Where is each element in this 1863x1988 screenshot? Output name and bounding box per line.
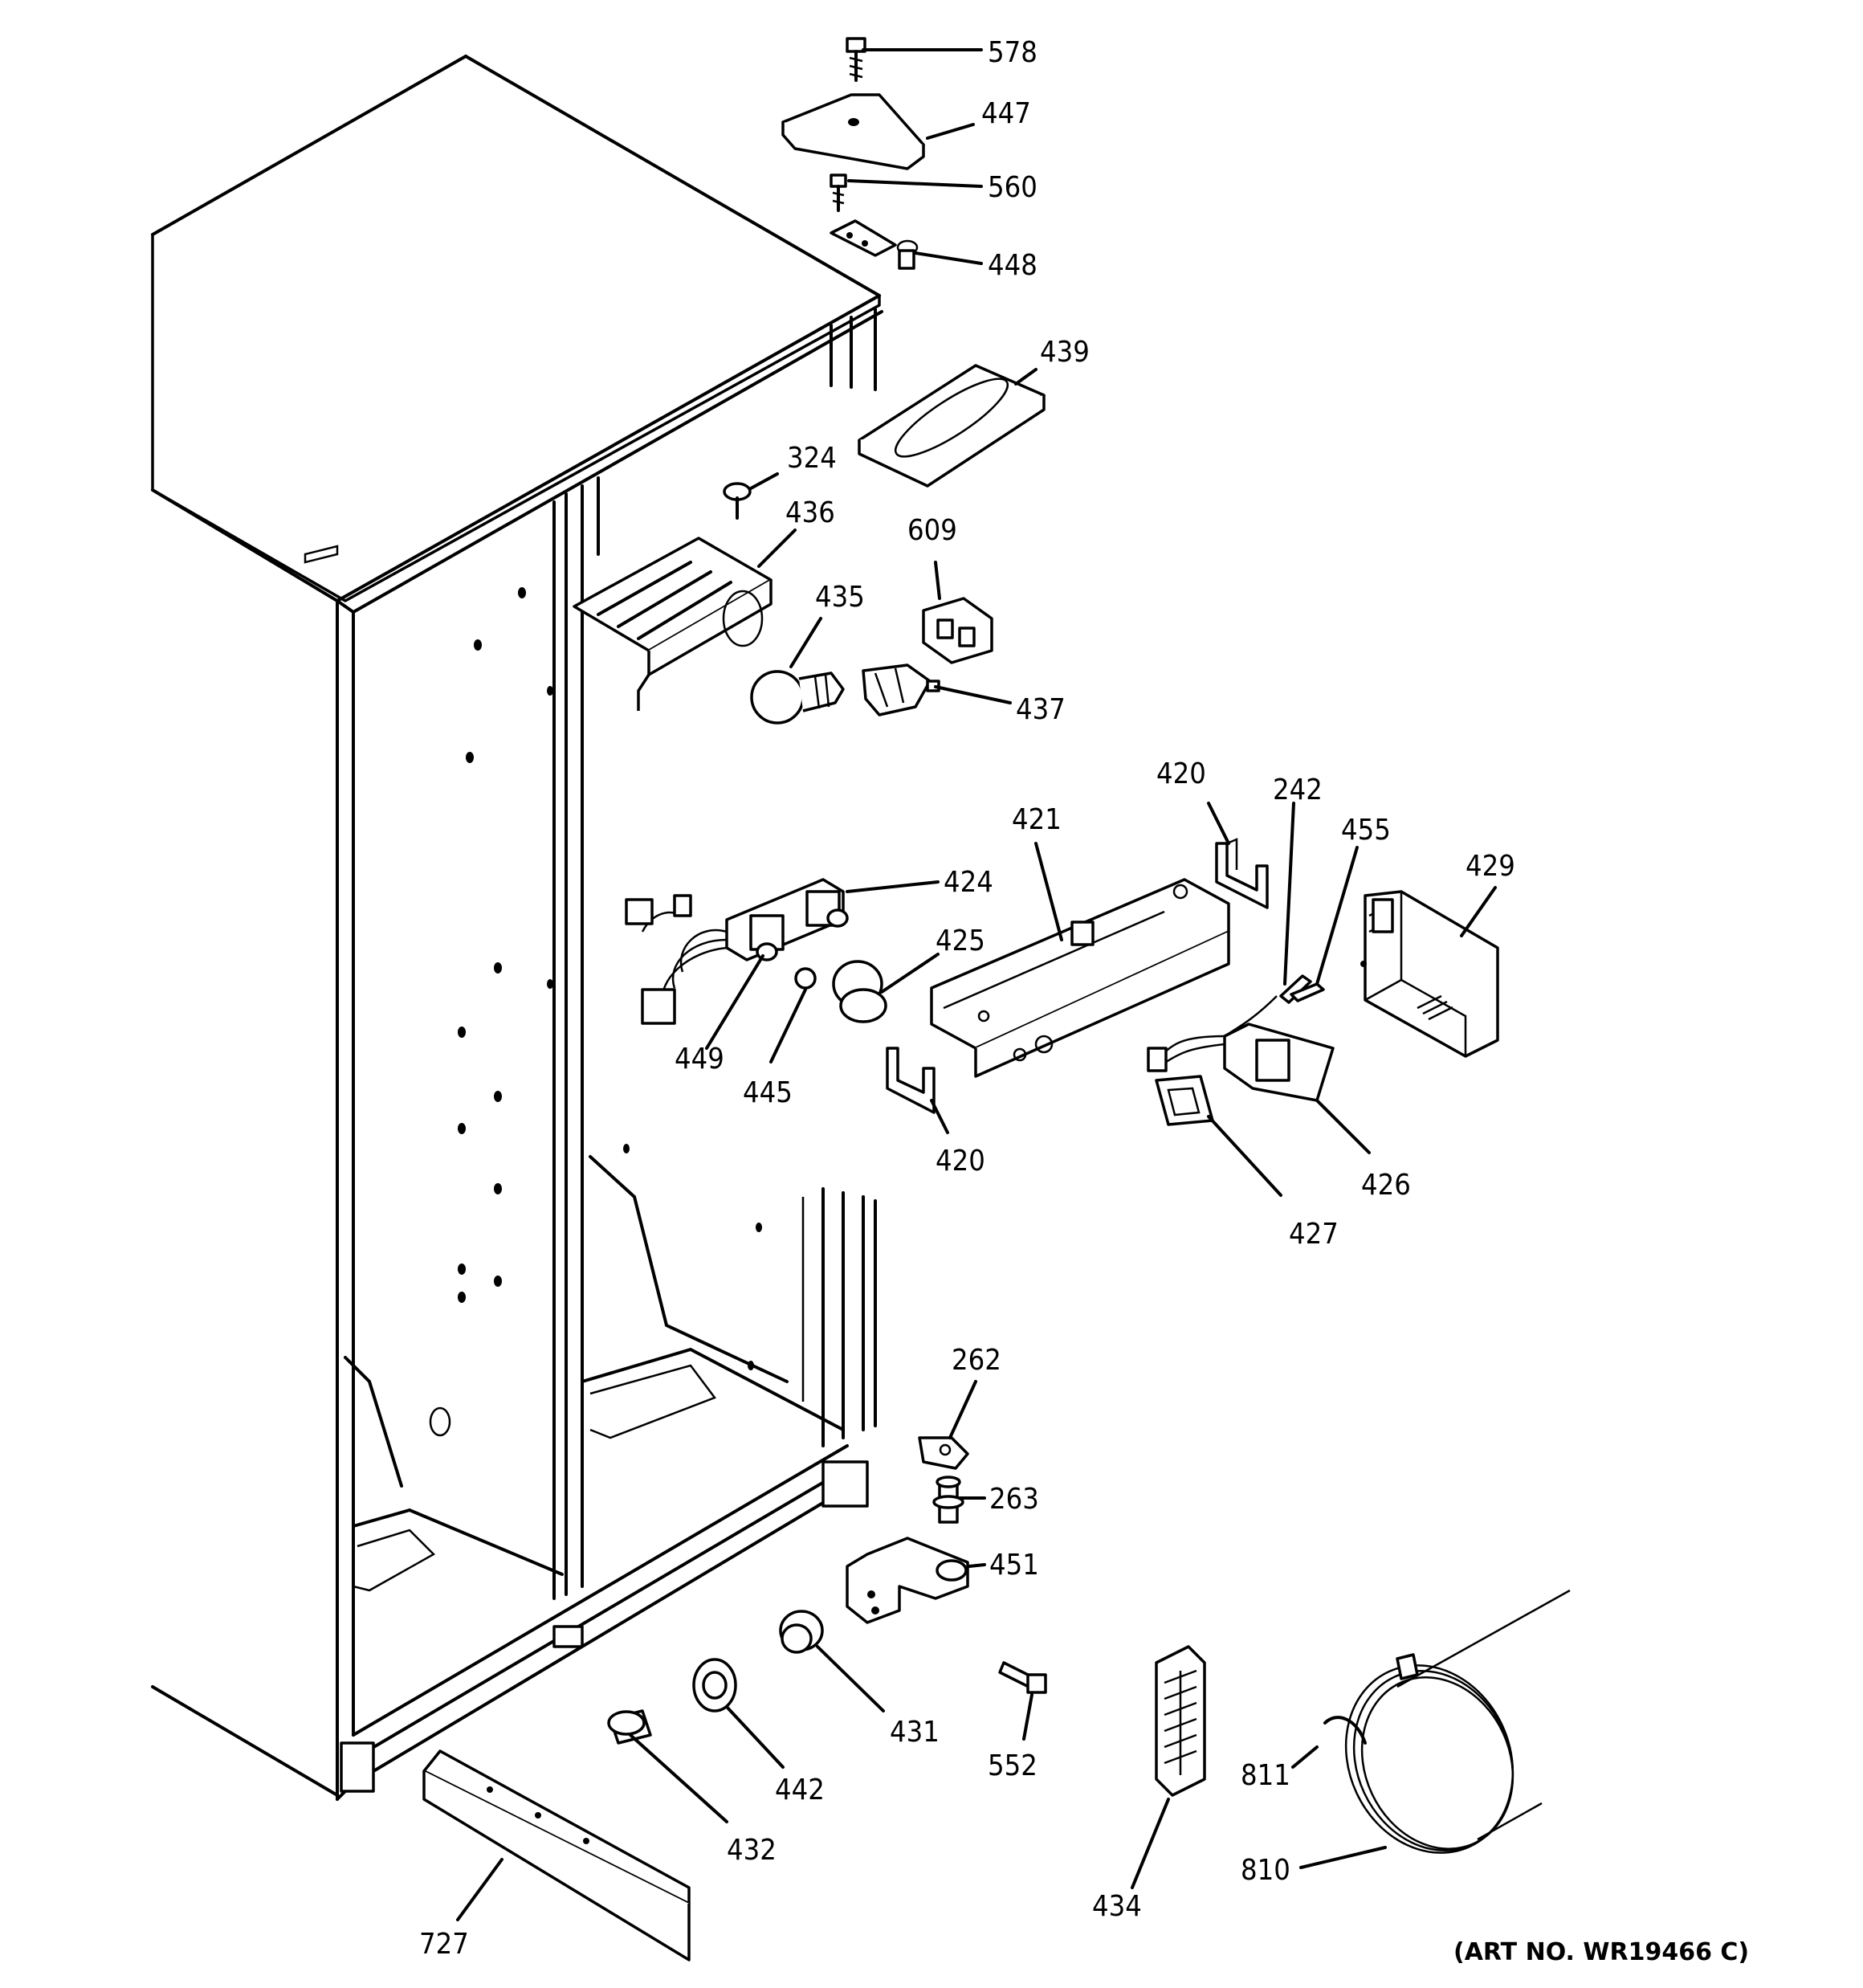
callout-242: 242	[1273, 774, 1323, 806]
callout-727: 727	[419, 1928, 469, 1961]
clip-811	[1323, 1716, 1367, 1745]
callout-432: 432	[727, 1834, 777, 1867]
callout-434: 434	[1092, 1890, 1142, 1923]
tray-439	[858, 364, 1046, 488]
callout-448: 448	[988, 249, 1037, 282]
pin-455	[1290, 982, 1325, 1002]
callout-431: 431	[890, 1716, 940, 1749]
callout-labels: 578 447 560 448 439 324 436 609 435 437 …	[419, 36, 1749, 1966]
callout-429: 429	[1466, 850, 1515, 883]
screw-552	[998, 1661, 1047, 1694]
callout-552: 552	[988, 1749, 1037, 1782]
control-housing-421	[930, 878, 1230, 1078]
pushpin-324	[723, 482, 752, 520]
lens-427	[1155, 1075, 1214, 1126]
light-shield-436	[573, 537, 773, 711]
grille-727	[422, 1749, 691, 1961]
pin-242	[1279, 974, 1312, 1004]
callout-609: 609	[907, 514, 957, 547]
callout-425: 425	[936, 925, 985, 957]
module-426	[1147, 995, 1335, 1102]
callout-424: 424	[944, 866, 993, 899]
callout-439: 439	[1040, 336, 1090, 369]
bracket-420-top	[1215, 838, 1269, 909]
callout-420-top: 420	[1156, 757, 1206, 790]
callout-421: 421	[1012, 803, 1062, 836]
hinge-bracket-451	[846, 1537, 969, 1624]
sleeve-445	[794, 967, 817, 990]
tube-coil-810	[1344, 1589, 1571, 1854]
callout-436: 436	[785, 496, 835, 529]
art-number: (ART NO. WR19466 C)	[1453, 1938, 1749, 1966]
pin-263	[932, 1476, 964, 1524]
roller-442	[692, 1658, 737, 1712]
cabinet-holes	[429, 587, 762, 1437]
hinge-448	[830, 219, 919, 270]
bumper-431	[779, 1610, 824, 1654]
callout-420-bottom: 420	[936, 1145, 985, 1178]
leader-lines	[456, 48, 1497, 1921]
knob-425	[832, 960, 887, 1023]
callout-451: 451	[989, 1549, 1039, 1582]
screw-560	[830, 173, 847, 212]
callout-437: 437	[1016, 693, 1066, 726]
spacer-432	[607, 1709, 652, 1745]
callout-578: 578	[988, 36, 1037, 69]
callout-811: 811	[1241, 1759, 1290, 1792]
lamp-socket-437	[862, 663, 940, 716]
screw-578	[846, 37, 866, 82]
cabinet-body	[151, 55, 883, 1801]
callout-449: 449	[675, 1043, 724, 1076]
bracket-420-bottom	[886, 1047, 936, 1114]
callout-262: 262	[952, 1344, 1001, 1377]
callout-426: 426	[1361, 1169, 1411, 1202]
callout-435: 435	[815, 581, 865, 614]
bulb-435	[750, 670, 845, 725]
callout-447: 447	[981, 97, 1031, 130]
callout-810: 810	[1241, 1854, 1290, 1887]
callout-263: 263	[989, 1483, 1039, 1516]
bushing-262	[918, 1436, 969, 1470]
callout-455: 455	[1341, 814, 1391, 847]
callout-445: 445	[743, 1076, 793, 1109]
hinge-cover-447	[781, 93, 925, 170]
callout-324: 324	[787, 442, 837, 475]
socket-609	[922, 597, 993, 664]
callout-427: 427	[1289, 1218, 1339, 1251]
vent-434	[1155, 1645, 1206, 1797]
callout-560: 560	[988, 171, 1037, 204]
callout-442: 442	[775, 1774, 825, 1806]
